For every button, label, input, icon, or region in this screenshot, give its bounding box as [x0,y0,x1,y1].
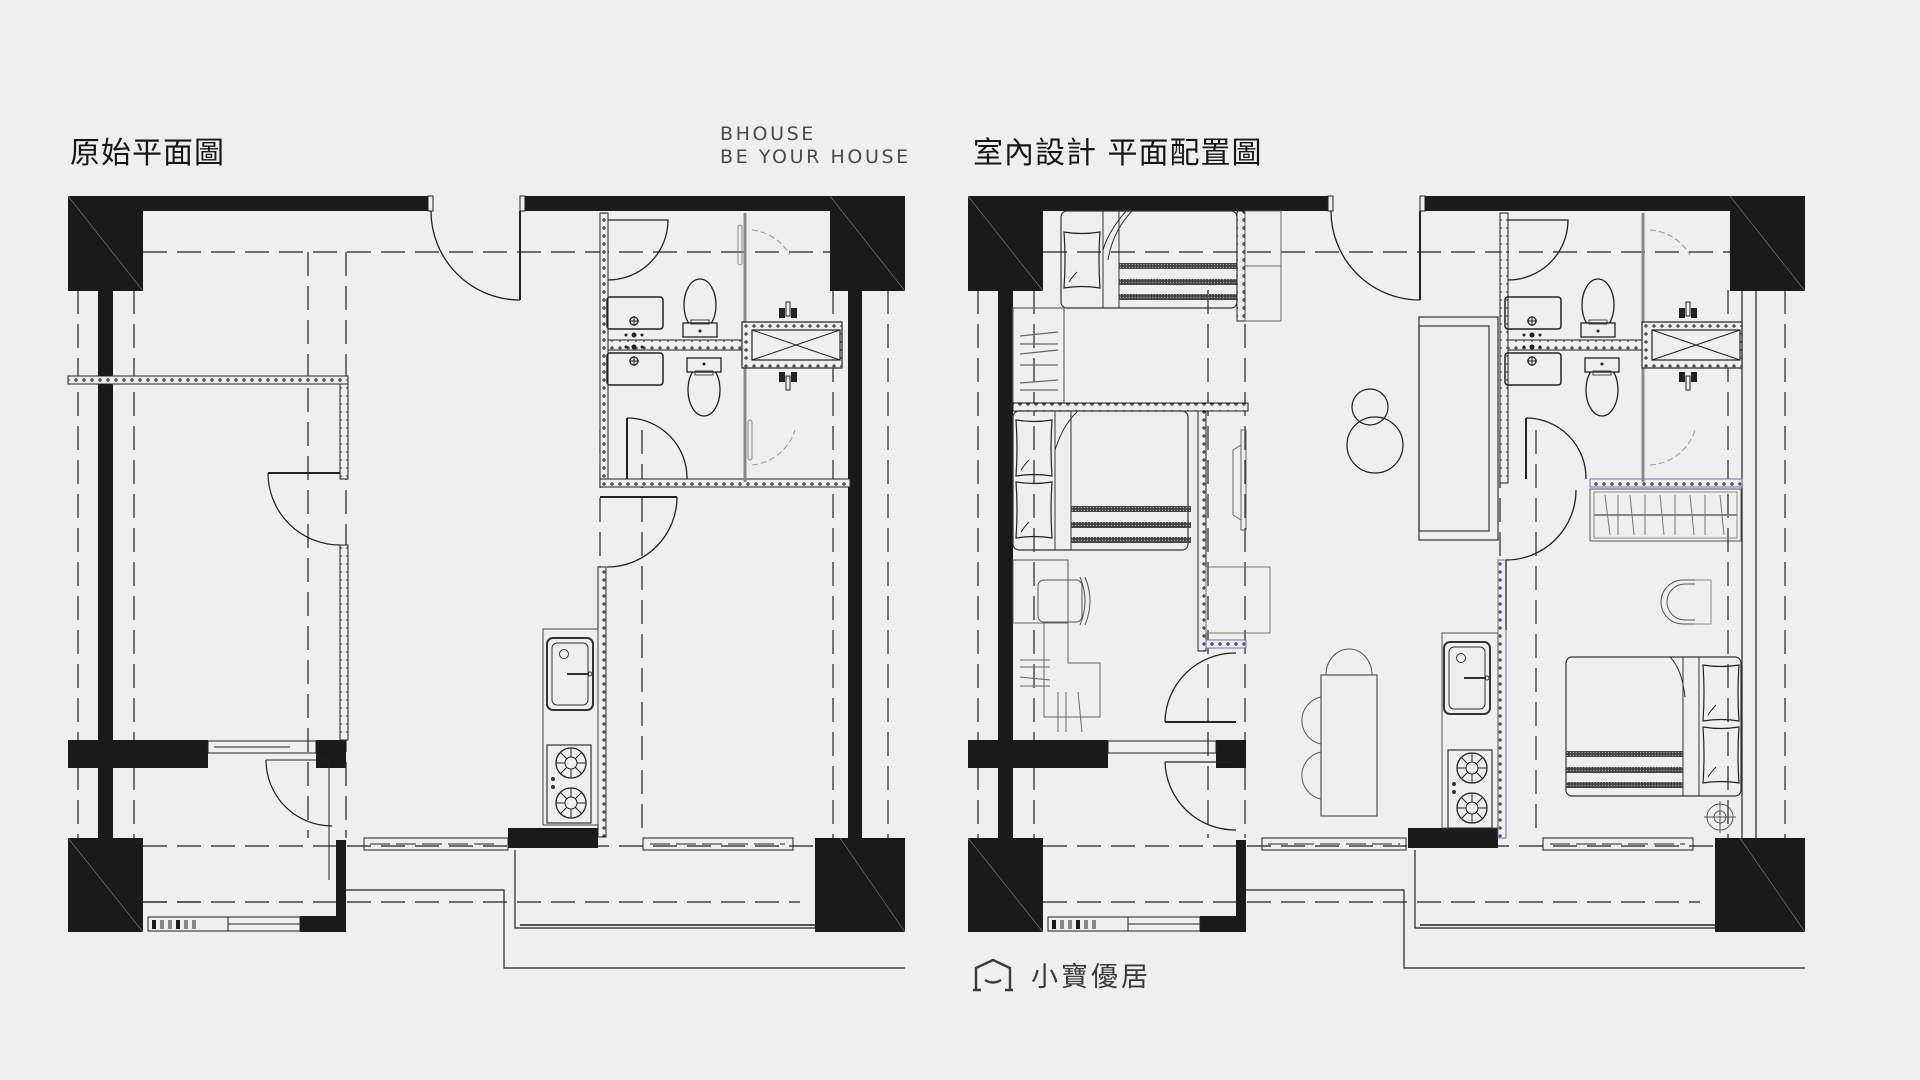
bedroom-door [1164,652,1237,831]
chair [1660,579,1712,625]
tv-partition [1197,410,1207,652]
bathroom [599,212,851,488]
design-plan-title: 室內設計 平面配置圖 [973,136,1263,171]
stove-icon [1448,750,1492,828]
bunk-bed-upper [1060,209,1238,309]
bunk-bed-lower [1012,410,1191,551]
brand-name: BHOUSE [720,123,816,145]
wardrobe-partition [1236,210,1246,322]
bathroom-door [600,496,678,568]
logo-text: 小寶優居 [1031,962,1151,993]
brand-slogan: BE YOUR HOUSE [720,146,911,168]
structural-walls [67,195,906,933]
original-plan-title: 原始平面圖 [70,136,225,171]
balcony-outline [1246,889,1805,969]
bedroom-c-door [1505,489,1577,630]
house-outline-smile-icon [973,958,1013,991]
partition-wall [67,375,349,385]
original-floor-plan [67,195,906,969]
sliding-windows [147,837,794,932]
entry-door [1327,195,1426,301]
toilet-icon [682,278,718,338]
zigzag-counter [607,339,751,351]
partition-wall [1012,402,1249,412]
kitchen-counter [542,628,599,826]
closet-hangers [1012,307,1065,404]
bathroom [1499,212,1743,488]
closet-rail [1589,488,1742,542]
sink-icon [546,637,594,711]
company-logo: 小寶優居 [973,955,1151,994]
floor-drain-icon [1704,801,1736,833]
structural-walls [967,195,1806,933]
balcony-outline [346,889,905,969]
brand-tagline: BHOUSE BE YOUR HOUSE [720,123,911,169]
stove-icon [547,745,591,823]
sink-icon [1443,641,1491,715]
entry-door [427,195,526,301]
side-cabinet [1205,566,1271,634]
kitchen-partition [597,566,607,838]
kitchen-partition [1497,559,1507,839]
vent-slots [152,920,196,929]
bar-table [1301,648,1378,817]
sofa-bench [1418,316,1499,541]
sliding-windows [1047,740,1694,932]
tv-icon [1240,429,1247,531]
design-floor-plan [967,195,1806,969]
shower-icon [741,301,843,391]
desk-with-chair [1012,559,1091,626]
round-stools [1346,388,1404,474]
shoe-rack [1013,622,1101,733]
double-bed [1565,656,1742,797]
lower-room-door [207,740,333,880]
washbasin-icon [606,296,664,339]
room-door [267,472,341,546]
